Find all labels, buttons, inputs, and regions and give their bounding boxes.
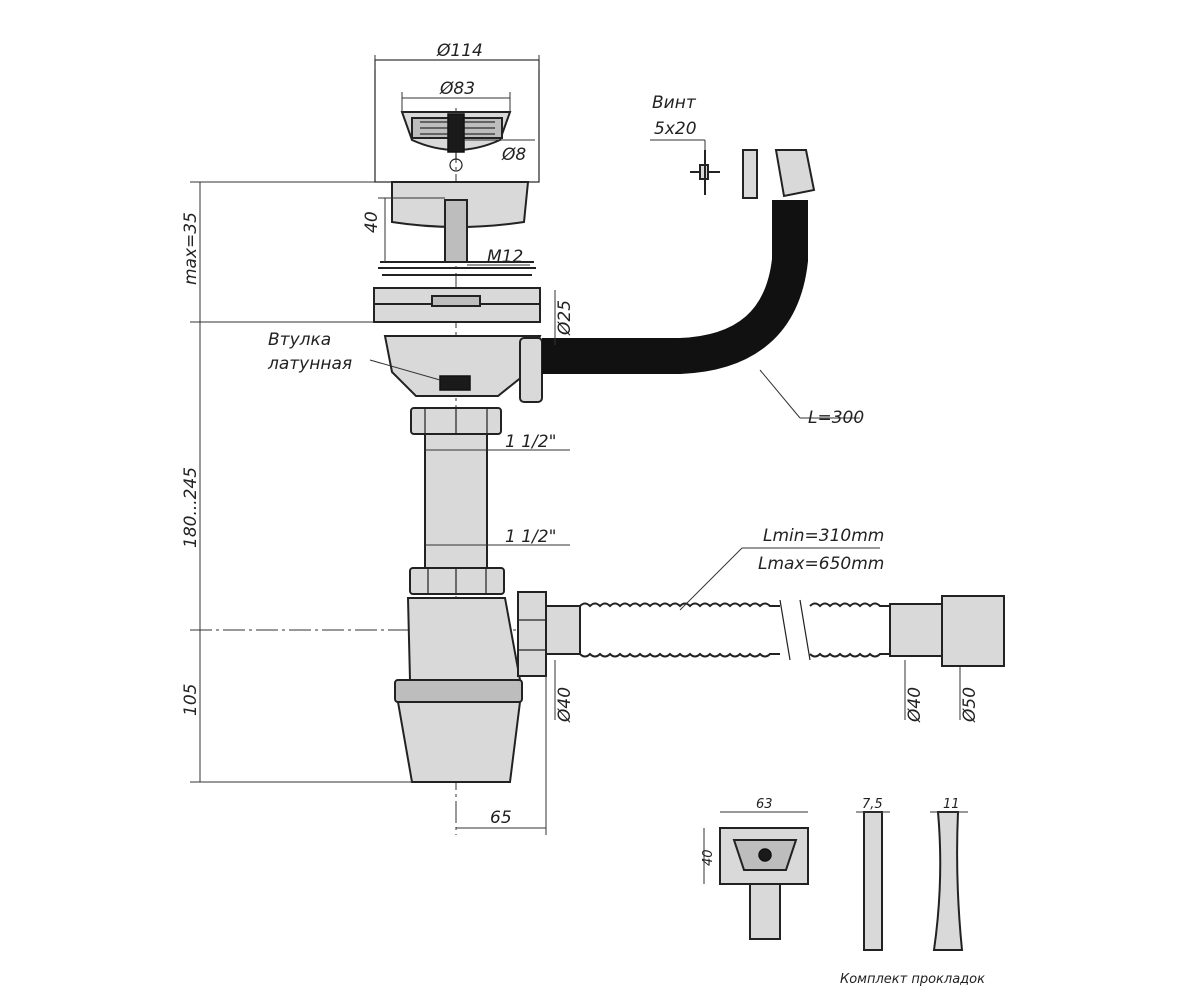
corrugated-hose bbox=[545, 595, 1005, 667]
outlet-body bbox=[383, 335, 543, 435]
label-d40-trap: Ø40 bbox=[555, 687, 575, 723]
label-lmax: Lmax=650mm bbox=[758, 554, 884, 574]
sink-flange bbox=[373, 181, 541, 323]
label-vint-2: 5x20 bbox=[654, 119, 697, 139]
label-d83: Ø83 bbox=[439, 79, 475, 99]
label-d40-end: Ø40 bbox=[905, 687, 925, 723]
label-vint-1: Винт bbox=[652, 93, 697, 113]
label-m12: M12 bbox=[487, 247, 523, 267]
overflow-gasket-icon bbox=[742, 149, 758, 199]
label-vtulka-1: Втулка bbox=[268, 330, 331, 350]
label-gaskets-caption: Комплект прокладок bbox=[840, 972, 985, 987]
label-w63: 63 bbox=[756, 797, 773, 812]
label-d8: Ø8 bbox=[501, 145, 526, 165]
gasket-set bbox=[703, 811, 968, 951]
label-t11: 11 bbox=[943, 797, 960, 812]
label-range: 180...245 bbox=[181, 467, 201, 548]
vertical-pipe bbox=[424, 433, 488, 569]
label-h40-small: 40 bbox=[701, 849, 716, 866]
label-max35: max=35 bbox=[181, 212, 201, 285]
label-thread-1: 1 1/2" bbox=[505, 432, 556, 452]
screw-icon bbox=[690, 150, 720, 195]
label-h40: 40 bbox=[362, 211, 382, 233]
label-d114: Ø114 bbox=[436, 41, 483, 61]
label-t7-5: 7,5 bbox=[862, 797, 883, 812]
dimension-lines bbox=[190, 55, 961, 835]
label-lmin: Lmin=310mm bbox=[763, 526, 884, 546]
label-thread-2: 1 1/2" bbox=[505, 527, 556, 547]
label-w65: 65 bbox=[490, 808, 512, 828]
label-d50-end: Ø50 bbox=[960, 687, 980, 723]
label-hose-length: L=300 bbox=[808, 408, 864, 428]
overflow-hose bbox=[542, 149, 816, 374]
label-vtulka-2: латунная bbox=[267, 354, 352, 374]
bottle-trap bbox=[394, 567, 547, 783]
label-h105: 105 bbox=[181, 684, 201, 716]
label-d25: Ø25 bbox=[555, 300, 575, 336]
